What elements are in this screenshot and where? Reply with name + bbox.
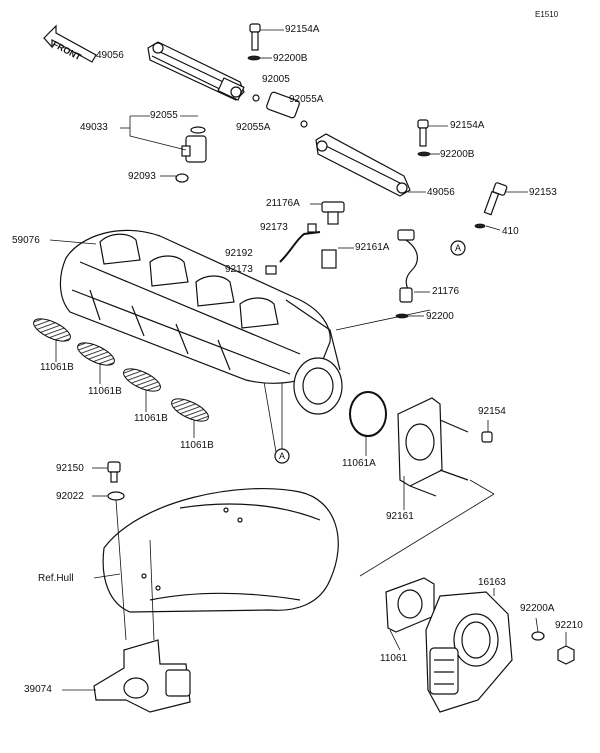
- label-92200a: 92200A: [520, 603, 555, 614]
- connector-92005: [252, 91, 308, 128]
- bolt-92153: [483, 182, 508, 216]
- clamp-92173-b: [265, 265, 277, 275]
- label-39074: 39074: [24, 684, 52, 695]
- fuel-rail-top: [147, 41, 245, 101]
- label-49056-mid: 49056: [427, 187, 455, 198]
- label-92200: 92200: [426, 311, 454, 322]
- fuel-rail-mid: [315, 133, 411, 197]
- bracket-39074: [93, 639, 191, 713]
- nut-92210: [557, 645, 575, 665]
- washer-92022: [107, 491, 125, 501]
- label-11061b-3: 11061B: [134, 413, 168, 424]
- label-16163: 16163: [478, 577, 506, 588]
- label-59076: 59076: [12, 235, 40, 246]
- washer-92200b-mid: [417, 151, 431, 157]
- label-92161: 92161: [386, 511, 414, 522]
- label-92154: 92154: [478, 406, 506, 417]
- label-92210: 92210: [555, 620, 583, 631]
- bolt-92150: [107, 461, 121, 483]
- label-11061: 11061: [380, 653, 408, 664]
- label-92173-a: 92173: [260, 222, 288, 233]
- sensor-92161a: [321, 249, 337, 269]
- label-49056-top: 49056: [96, 50, 124, 61]
- clamp-92173-a: [307, 223, 317, 233]
- label-92150: 92150: [56, 463, 84, 474]
- gasket-11061b-4: [171, 398, 209, 422]
- hull-shape: [102, 488, 339, 613]
- bolt-92154: [481, 431, 493, 443]
- label-92093: 92093: [128, 171, 156, 182]
- label-11061b-2: 11061B: [88, 386, 122, 397]
- bolt-92154a-top: [249, 23, 261, 51]
- label-11061b-4: 11061B: [180, 440, 214, 451]
- label-92153: 92153: [529, 187, 557, 198]
- label-92192: 92192: [225, 248, 253, 259]
- callout-a-mid-label: A: [279, 451, 286, 461]
- clip-410: [474, 223, 486, 229]
- label-ref-hull: Ref.Hull: [38, 573, 74, 584]
- gasket-11061: [385, 577, 435, 633]
- hose-92192: [279, 231, 321, 263]
- label-49033: 49033: [80, 122, 108, 133]
- label-92200b-mid: 92200B: [440, 149, 475, 160]
- label-11061b-1: 11061B: [40, 362, 74, 373]
- injector-49033: [175, 126, 207, 183]
- gasket-11061b-3: [123, 368, 161, 392]
- label-11061a: 11061A: [342, 458, 376, 469]
- label-92055a-right: 92055A: [289, 94, 324, 105]
- label-92154a-top: 92154A: [285, 24, 320, 35]
- label-92022: 92022: [56, 491, 84, 502]
- diagram-code: E1510: [535, 10, 559, 19]
- sensor-21176: [397, 229, 418, 303]
- sensor-21176a: [321, 201, 345, 225]
- label-92154a-mid: 92154A: [450, 120, 485, 131]
- front-arrow-icon: [43, 24, 97, 63]
- label-92055: 92055: [150, 110, 178, 121]
- washer-92200b-top: [247, 55, 261, 61]
- spacer-plate: [397, 397, 469, 497]
- label-410: 410: [502, 226, 519, 237]
- throttle-body-16163: [425, 591, 513, 713]
- bolt-92154a-mid: [417, 119, 429, 147]
- intake-manifold-59076: [59, 229, 343, 415]
- callout-a-top-label: A: [455, 243, 462, 253]
- gasket-11061b-2: [77, 342, 115, 366]
- label-92200b-top: 92200B: [273, 53, 308, 64]
- label-92005: 92005: [262, 74, 290, 85]
- gasket-11061b-1: [33, 318, 71, 342]
- label-92173-b: 92173: [225, 264, 253, 275]
- washer-92200a: [531, 631, 545, 641]
- label-21176a: 21176A: [266, 198, 300, 209]
- oring-11061a: [349, 391, 387, 437]
- label-92161a: 92161A: [355, 242, 390, 253]
- label-21176: 21176: [432, 286, 460, 297]
- label-92055a-left: 92055A: [236, 122, 271, 133]
- callout-a-top: [450, 240, 466, 256]
